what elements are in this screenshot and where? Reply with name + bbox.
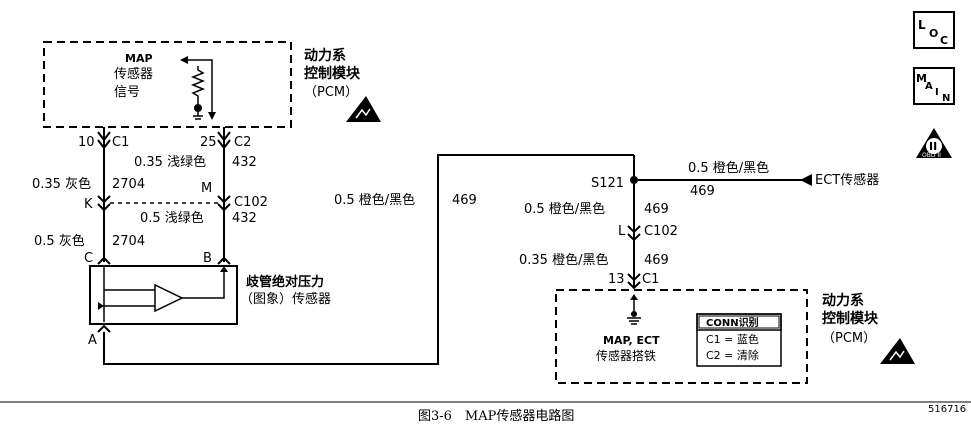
main-icon-m: M: [916, 72, 927, 85]
figure-number: 516716: [928, 404, 966, 415]
connector-chevron-c102-right: [627, 225, 641, 242]
pin-k: K: [84, 197, 93, 212]
connector-chevron-c102-left: [97, 195, 231, 212]
main-icon-i: I: [935, 87, 939, 98]
wire-432-upper-circuit: 432: [232, 155, 257, 170]
obd2-icon: [916, 128, 952, 158]
conn-c102-right: C102: [644, 224, 678, 239]
map-signal-label-2: 传感器: [114, 66, 153, 82]
pcm-bottom-title-1: 动力系: [822, 292, 864, 309]
conn-id-c1: C1 = 蓝色: [706, 332, 759, 346]
pcm-top-box: [43, 41, 292, 128]
pin-25: 25: [200, 135, 217, 150]
splice-s121-label: S121: [591, 176, 624, 191]
ect-arrow-icon: [800, 174, 812, 186]
obd2-icon-label: OBD II: [922, 152, 941, 159]
splice-s121-dot: [630, 176, 638, 184]
connector-chevron-c1-right: [627, 273, 641, 290]
pin-10: 10: [78, 135, 95, 150]
pcm-internal-circuit: [180, 56, 216, 120]
loc-icon-l: L: [918, 18, 926, 32]
pcm-top-title-1: 动力系: [304, 47, 346, 64]
loc-icon-c: C: [940, 34, 948, 47]
conn-c1-right: C1: [642, 272, 659, 287]
sensor-connector-cb: [97, 256, 231, 265]
sensor-pin-a: A: [88, 333, 97, 348]
pcm-bottom-box: [555, 289, 808, 384]
wire-469-pcm-circuit: 469: [644, 253, 669, 268]
wire-469-ect-circuit: 469: [690, 184, 715, 199]
obd2-icon-numeral: II: [929, 140, 937, 153]
pin-c2: C2: [234, 135, 251, 150]
main-icon-n: N: [942, 93, 950, 104]
map-sensor-box: [89, 265, 238, 325]
main-icon-a: A: [925, 81, 933, 92]
pcm-top-title-3: （PCM）: [304, 85, 358, 100]
conn-id-c2: C2 = 清除: [706, 348, 759, 362]
wire-469-mid-color: 0.5 橙色/黑色: [334, 192, 415, 208]
esd-warning-icon-bottom: [880, 338, 915, 364]
wire-432-lower-circuit: 432: [232, 211, 257, 226]
pin-l: L: [618, 224, 626, 239]
wire-469-ect-color: 0.5 橙色/黑色: [688, 160, 769, 176]
sensor-label-1: 歧管绝对压力: [246, 274, 324, 290]
ect-sensor-label: ECT传感器: [815, 172, 879, 188]
sensor-pin-c: C: [84, 251, 93, 266]
map-signal-label-1: MAP: [125, 52, 153, 65]
sensor-pin-b: B: [203, 251, 212, 266]
sensor-label-2: （图象）传感器: [240, 291, 331, 307]
wire-469-s121-circuit: 469: [644, 202, 669, 217]
wire-469-mid-circuit: 469: [452, 193, 477, 208]
wire-2704-lower-color: 0.5 灰色: [34, 233, 85, 249]
wire-2704-upper-color: 0.35 灰色: [32, 176, 91, 192]
conn-id-table: [696, 313, 782, 367]
wire-432-upper-color: 0.35 浅绿色: [134, 154, 206, 170]
pcm-top-title-2: 控制模块: [304, 65, 361, 82]
ground-label-1: MAP, ECT: [603, 334, 660, 347]
pin-m: M: [201, 181, 212, 196]
wire-469-pcm-color: 0.35 橙色/黑色: [519, 252, 608, 268]
conn-id-title: CONN识别: [706, 316, 759, 329]
wire-469-path: [103, 154, 634, 365]
esd-warning-icon: [346, 96, 381, 122]
ground-icon: [627, 294, 641, 325]
figure-caption: 图3-6 MAP传感器电路图: [418, 408, 574, 424]
conn-c102-left: C102: [234, 195, 268, 210]
wire-2704-upper-circuit: 2704: [112, 177, 145, 192]
wire-2704-lower-circuit: 2704: [112, 234, 145, 249]
wire-432-lower-color: 0.5 浅绿色: [140, 210, 204, 226]
amplifier-icon: [98, 266, 228, 322]
wire-469-s121-color: 0.5 橙色/黑色: [524, 201, 605, 217]
map-signal-label-3: 信号: [114, 85, 140, 100]
sensor-connector-a: [97, 324, 111, 333]
loc-icon: [913, 11, 955, 49]
pcm-bottom-title-3: （PCM）: [822, 331, 876, 346]
pin-c1: C1: [112, 135, 129, 150]
pin-13: 13: [608, 272, 625, 287]
ground-label-2: 传感器搭铁: [596, 348, 656, 363]
pcm-bottom-title-2: 控制模块: [822, 310, 879, 327]
pull-up-resistor: [190, 66, 206, 104]
main-icon: [913, 67, 955, 105]
loc-icon-o: O: [929, 27, 938, 40]
